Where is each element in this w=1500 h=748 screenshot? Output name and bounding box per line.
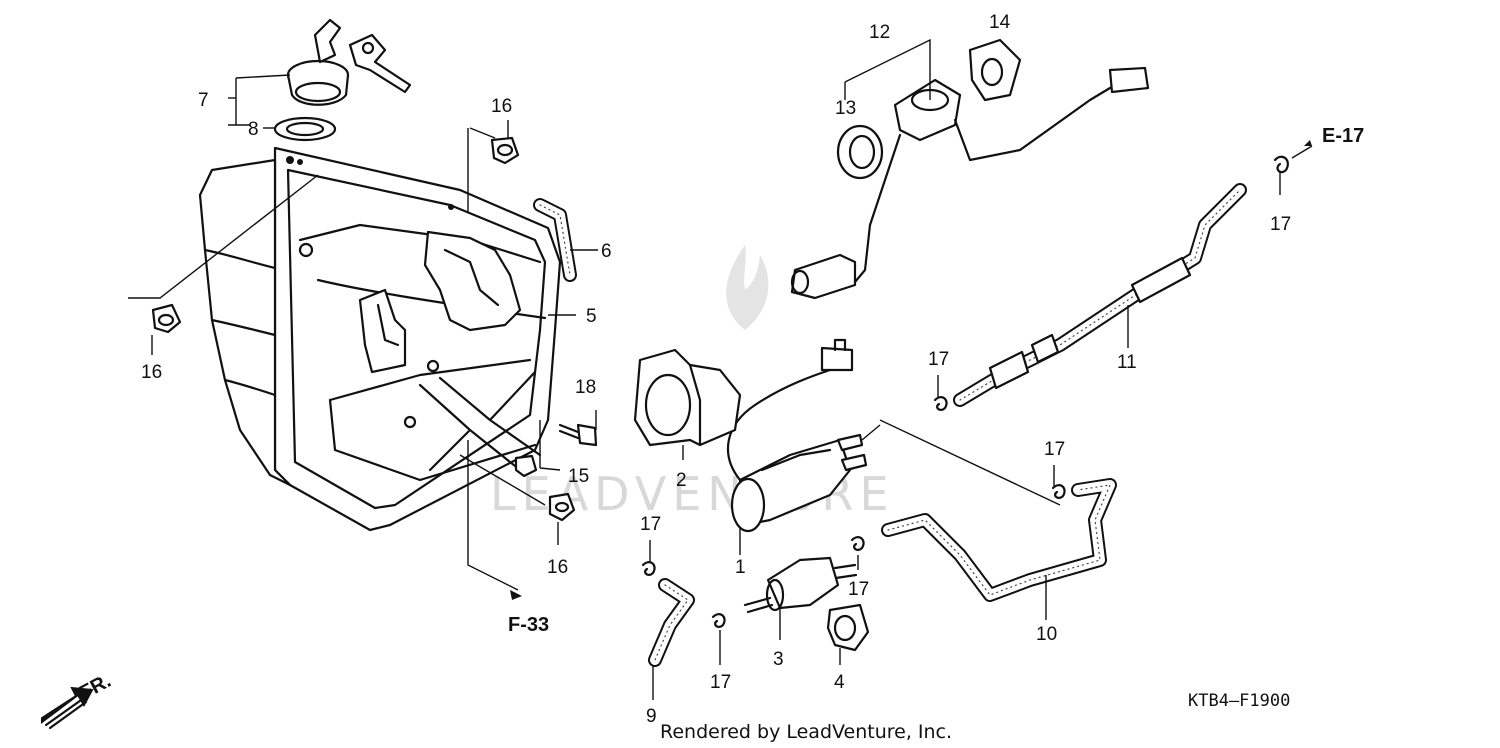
fuel-sender [790,66,1150,300]
clip-17-left [641,561,656,576]
diagram-code: KTB4—F1900 [1188,691,1290,711]
hose-10 [881,478,1117,602]
label-17-filter: 17 [848,579,869,600]
label-6: 6 [601,241,612,262]
clip-17-mid [933,396,948,411]
label-16-upper: 16 [491,96,512,117]
label-13: 13 [835,98,856,119]
hose-6 [533,198,577,282]
pump-rubber-mount [633,348,742,447]
nut-16-left [151,303,182,334]
label-8: 8 [248,119,259,140]
label-9: 9 [646,706,657,727]
fuel-filter [743,556,858,614]
nut-15 [514,454,538,478]
hose-9 [648,578,695,667]
label-16-left: 16 [141,362,162,383]
sender-lock-ring [968,38,1022,102]
sender-seal [836,124,884,180]
label-3: 3 [773,649,784,670]
clip-17-right [1051,484,1066,499]
label-11: 11 [1117,352,1137,373]
part-labels: 1 2 3 4 5 6 7 8 9 10 11 12 13 14 15 16 1… [141,12,1291,727]
label-12: 12 [869,22,890,43]
label-17-low: 17 [710,672,731,693]
label-17-mid: 17 [928,349,949,370]
bolt-18 [558,423,598,447]
label-5: 5 [586,306,597,327]
ref-e17: E-17 [1322,125,1364,147]
label-17-right: 17 [1044,439,1065,460]
label-17-left: 17 [640,514,661,535]
nut-16-lower [548,492,576,522]
label-18: 18 [575,377,596,398]
label-17-e17: 17 [1270,214,1291,235]
label-7: 7 [198,90,209,111]
filler-gasket [273,116,337,142]
label-16-lower: 16 [547,557,568,578]
label-4: 4 [834,672,845,693]
label-2: 2 [676,470,687,491]
clip-17-low [711,613,726,628]
label-1: 1 [735,557,746,578]
hose-11 [953,183,1247,407]
render-credit: Rendered by LeadVenture, Inc. [660,721,952,743]
label-14: 14 [989,12,1011,33]
filter-clamp [826,603,870,652]
fuel-tank [198,146,562,532]
front-arrow [41,686,94,730]
nut-16-upper [490,136,520,165]
filler-cap [286,18,412,106]
clip-17-filter [850,536,865,551]
label-10: 10 [1036,624,1057,645]
label-15: 15 [568,466,589,487]
leader-lines [128,38,1313,700]
ref-f33: F-33 [508,614,549,636]
clip-17-e17 [1273,155,1289,174]
fuel-pump [726,338,868,533]
